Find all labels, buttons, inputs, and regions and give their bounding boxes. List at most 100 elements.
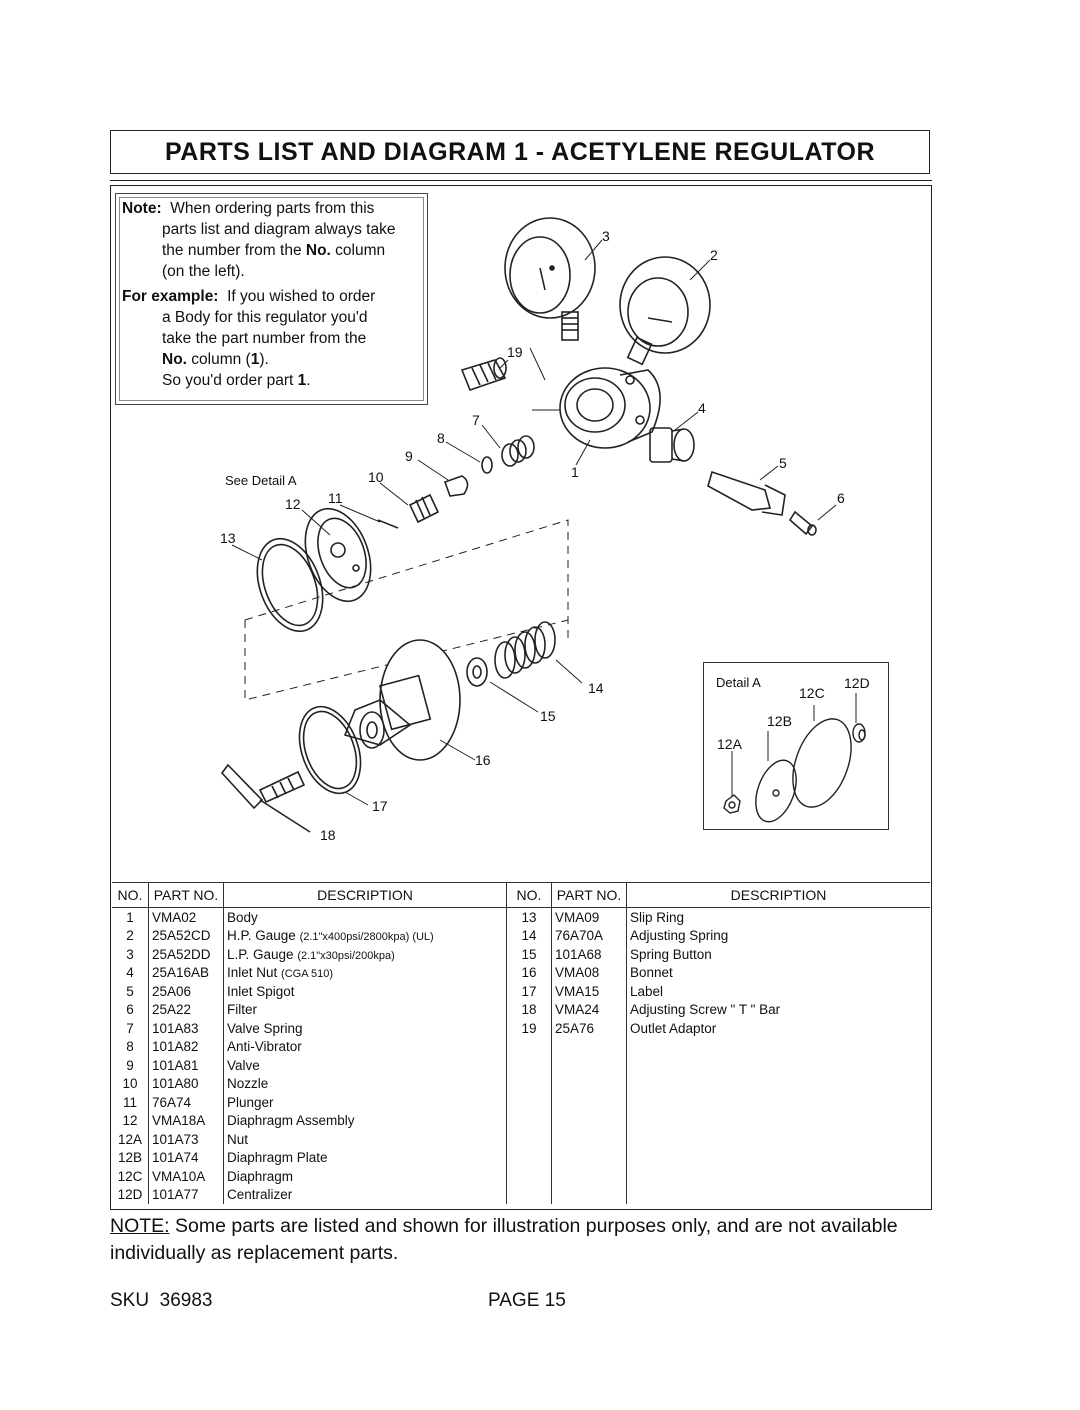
header-description: DESCRIPTION [223,882,507,908]
part-number-cell [551,1111,627,1130]
bonnet-drawing [343,639,461,761]
slip-ring-drawing [256,537,324,633]
part-number-cell: 25A06 [148,982,224,1001]
page-title-box: PARTS LIST AND DIAGRAM 1 - ACETYLENE REG… [110,130,930,174]
callout-14: 14 [588,680,604,696]
detail-a-box: Detail A 12D 12C 12B 12A [703,662,889,830]
part-number-cell: 76A70A [551,926,627,945]
description-cell: Valve Spring [223,1019,507,1038]
callout-12: 12 [285,496,301,512]
part-no-cell: 8 [126,1039,134,1055]
part-no-cell [506,1130,552,1149]
description-text: Diaphragm [227,1168,294,1184]
callout-1: 1 [571,464,579,480]
description-cell: Outlet Adaptor [626,1019,930,1038]
note-label: Note: [122,200,162,217]
part-no-cell: 7 [126,1020,134,1036]
title-divider [110,180,932,181]
part-number-cell: 25A52CD [148,926,224,945]
description-text: Diaphragm Assembly [227,1113,355,1129]
part-no-cell: 15 [506,945,552,964]
hp-gauge-drawing [619,256,711,366]
part-no-cell: 18 [506,1000,552,1019]
part-number-cell [551,1130,627,1149]
part-no-cell: 11 [122,1094,137,1110]
part-number-cell [551,1167,627,1186]
header-description-right: DESCRIPTION [626,882,930,908]
part-no-cell [506,1148,552,1167]
callout-15: 15 [540,708,556,724]
diaphragm-assembly-drawing [304,507,372,603]
example-line-4: No. column (1). [162,351,269,368]
part-number-cell: 25A52DD [148,945,224,964]
inlet-spigot-drawing [707,470,786,516]
part-number-cell: VMA02 [148,907,224,927]
callout-8: 8 [437,430,445,446]
note-line-2: parts list and diagram always take [162,221,396,238]
description-cell [626,1185,930,1204]
part-number-cell [551,1148,627,1167]
part-number-cell: 101A77 [148,1185,224,1204]
part-number-cell: 25A22 [148,1000,224,1019]
part-no-cell [506,1111,552,1130]
description-cell: Spring Button [626,945,930,964]
page-number: PAGE 15 [488,1290,566,1311]
part-number-cell: 101A82 [148,1037,224,1056]
description-cell: Diaphragm [223,1167,507,1186]
exploded-diagram [220,217,837,833]
part-no-cell: 3 [126,946,134,962]
callout-4: 4 [698,400,706,416]
description-cell [626,1148,930,1167]
part-number-cell [551,1037,627,1056]
callout-17: 17 [372,798,388,814]
description-text: Inlet Nut [227,965,282,981]
part-number-cell: 101A74 [148,1148,224,1167]
description-spec: (2.1"x30psi/200kpa) [297,949,395,962]
spring-button-drawing [466,657,488,687]
part-number-cell: 25A16AB [148,963,224,982]
part-no-cell: 12B [117,1150,143,1166]
part-number-cell [551,1074,627,1093]
part-no-cell [506,1074,552,1093]
part-no-cell: 1 [126,909,134,925]
example-line-1: If you wished to order [227,288,376,305]
description-text: Diaphragm Plate [227,1150,328,1166]
part-no-cell [506,1093,552,1112]
description-text: H.P. Gauge [227,928,300,944]
description-cell: Anti-Vibrator [223,1037,507,1056]
part-no-cell [506,1185,552,1204]
detail-a-drawing [723,693,866,823]
example-label: For example: [122,288,219,305]
description-cell [626,1111,930,1130]
callout-13: 13 [220,530,236,546]
description-cell: Slip Ring [626,907,930,927]
part-no-cell: 6 [126,1002,134,1018]
callout-5: 5 [779,455,787,471]
part-number-cell: 101A73 [148,1130,224,1149]
description-text: Body [227,909,258,925]
adjusting-spring-drawing [494,621,556,679]
note-body: Some parts are listed and shown for illu… [110,1215,898,1264]
plunger-drawing [377,519,399,529]
note-line-1: When ordering parts from this [170,200,375,217]
description-cell: Nut [223,1130,507,1149]
note-line-3: the number from the No. column [162,242,386,259]
part-no-cell: 12 [122,1113,138,1129]
part-no-cell: 17 [506,982,552,1001]
part-no-cell: 9 [126,1057,134,1073]
description-cell: H.P. Gauge (2.1"x400psi/2800kpa) (UL) [223,926,507,945]
part-number-cell: 25A76 [551,1019,627,1038]
description-text: Filter [227,1002,257,1018]
description-text: Valve Spring [227,1020,303,1036]
description-text: Nut [227,1131,249,1147]
valve-drawing [443,475,469,497]
part-no-cell: 12C [117,1168,143,1184]
description-text: Plunger [227,1094,274,1110]
part-number-cell: 76A74 [148,1093,224,1112]
callout-19: 19 [507,344,523,360]
